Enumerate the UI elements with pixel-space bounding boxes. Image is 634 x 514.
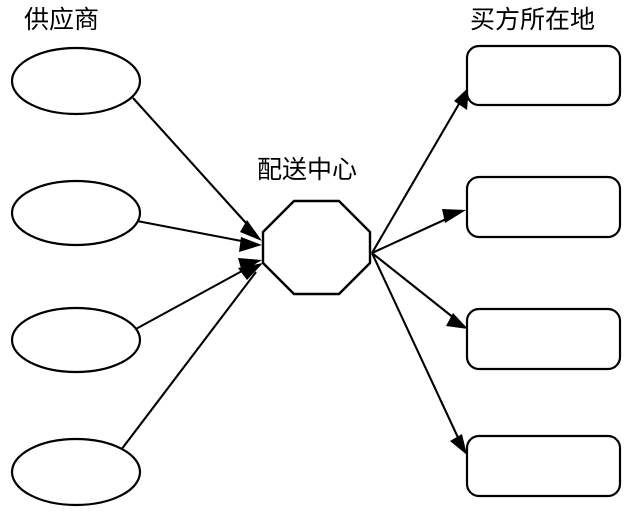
flow-arrow-supplier-2-to-hub[interactable] xyxy=(136,219,262,252)
supplier-nodes-group xyxy=(10,46,142,507)
flow-arrow-hub-to-buyer-1[interactable] xyxy=(371,87,469,254)
buyer-node-4[interactable] xyxy=(465,434,622,498)
inbound-flow-group xyxy=(120,97,263,451)
supplier-node-3[interactable] xyxy=(10,306,142,374)
flow-arrow-supplier-4-to-hub[interactable] xyxy=(120,263,263,451)
supplier-node-4[interactable] xyxy=(10,437,142,507)
buyer-node-1[interactable] xyxy=(465,44,622,107)
flow-arrow-hub-to-buyer-3[interactable] xyxy=(371,252,468,329)
buyer-node-2[interactable] xyxy=(465,175,622,239)
flow-arrow-supplier-1-to-hub[interactable] xyxy=(132,97,262,241)
distribution-center-node[interactable] xyxy=(261,199,372,296)
supplier-node-1[interactable] xyxy=(10,46,142,116)
supplier-column-title: 供应商 xyxy=(24,7,100,34)
flow-arrow-hub-to-buyer-2[interactable] xyxy=(371,209,466,254)
supplier-node-2[interactable] xyxy=(10,179,142,247)
distribution-center-title: 配送中心 xyxy=(257,157,358,184)
octagon-shape xyxy=(261,199,372,296)
buyer-column-title: 买方所在地 xyxy=(470,7,596,34)
buyer-node-3[interactable] xyxy=(465,307,622,371)
outbound-flow-group xyxy=(371,87,469,455)
flow-arrow-hub-to-buyer-4[interactable] xyxy=(371,252,467,455)
buyer-nodes-group xyxy=(465,44,622,498)
